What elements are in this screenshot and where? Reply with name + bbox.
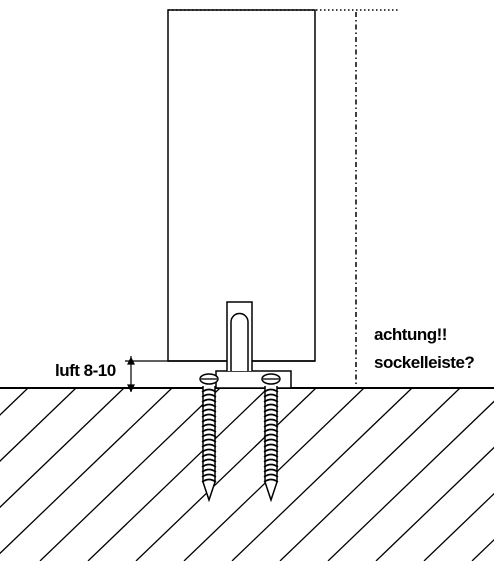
hatch-line (279, 388, 461, 561)
hatch-line (231, 388, 413, 561)
warning-label-line1: achtung!! (374, 325, 447, 344)
gap-dimension (125, 356, 168, 393)
screw-head-right-icon (261, 373, 281, 385)
hatch-line (0, 388, 29, 416)
floor-hatching (0, 388, 494, 561)
hatch-line (87, 388, 269, 561)
hatch-line (327, 400, 494, 561)
hatch-line (39, 388, 221, 561)
screw-left-icon (201, 386, 217, 503)
gap-label: luft 8-10 (55, 361, 116, 380)
floor-guide-fin (226, 301, 253, 371)
screw-head-left-icon (199, 373, 219, 385)
screw-right-icon (263, 386, 279, 503)
guide-slot (230, 312, 249, 371)
hatch-line (135, 388, 317, 561)
hatch-line (423, 492, 494, 561)
hatch-line (0, 388, 125, 509)
hatch-line (375, 446, 494, 561)
hatch-line (471, 538, 494, 561)
hatch-line (0, 388, 173, 555)
hatch-line (0, 388, 77, 462)
warning-label-line2: sockelleiste? (374, 353, 474, 372)
